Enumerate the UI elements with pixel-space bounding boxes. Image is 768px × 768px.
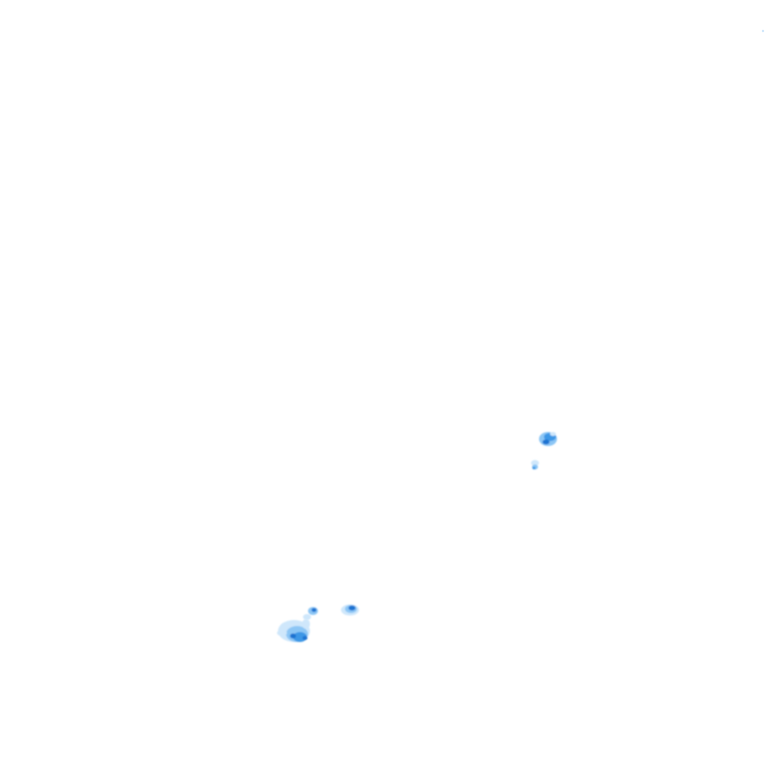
echo-cell-east-lower bbox=[531, 460, 539, 470]
echo-cell-east-upper bbox=[539, 432, 557, 446]
echo-cell-southwest-main bbox=[277, 619, 310, 642]
echo-speck-northeast bbox=[761, 29, 765, 33]
echo-cell-south-central bbox=[341, 604, 359, 616]
echo-cell-southwest-small bbox=[303, 607, 318, 620]
